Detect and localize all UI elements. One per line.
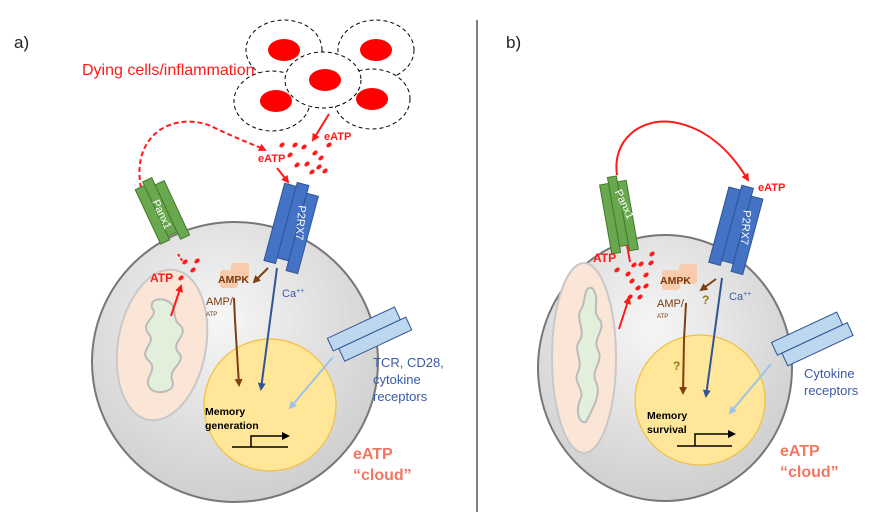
eatp-dots: [279, 142, 332, 175]
mito-atp-arrow: [618, 296, 631, 330]
p2rx7-ampk-arrow: [252, 267, 269, 284]
receptors-label-3: receptors: [373, 389, 428, 404]
gene-promoter-icon: [232, 432, 290, 448]
atp-dots: [614, 251, 655, 300]
question-mark-2: ?: [673, 359, 680, 373]
cloud-label-1: eATP: [353, 446, 393, 463]
calcium-nucleus-arrow: [257, 267, 278, 391]
nucleus-label-2: generation: [205, 420, 259, 432]
dying-cell-nucleus: [268, 39, 300, 61]
ampk-label: AMPK: [660, 275, 691, 287]
gene-promoter-icon: [677, 430, 736, 447]
tcr-receptor: [326, 306, 413, 362]
atp-label: ATP: [150, 271, 173, 285]
eatp-top-label: eATP: [324, 131, 351, 143]
receptor-nucleus-arrow: [728, 363, 772, 415]
question-mark-1: ?: [702, 293, 709, 307]
nucleus-label-1: Memory: [205, 406, 245, 418]
ampk-nucleus-arrow: [679, 302, 688, 395]
eatp-release-arrow: [311, 113, 330, 142]
dying-cells-cluster: [233, 19, 415, 132]
panx1-eatp-dashed-arrow: [138, 120, 267, 189]
eatp-to-p2rx7-arrow: [276, 167, 290, 184]
dying-cell-nucleus: [260, 90, 292, 112]
receptors-label-2: cytokine: [373, 372, 421, 387]
cloud-label-1: eATP: [780, 443, 820, 460]
p2rx7-label: P2RX7: [738, 210, 753, 246]
atp-label: ATP: [593, 251, 616, 265]
cloud-label-2: “cloud”: [780, 464, 839, 481]
dying-cells-label: Dying cells/inflammation: [82, 62, 255, 79]
receptor-nucleus-arrow: [288, 356, 334, 410]
calcium-label: Ca++: [729, 291, 751, 303]
receptors-label-1: Cytokine: [804, 366, 855, 381]
cytokine-receptor: [770, 311, 854, 367]
p2rx7-ampk-arrow: [699, 278, 717, 292]
nucleus: [203, 338, 337, 472]
amp-label: AMP/: [657, 298, 685, 310]
calcium-sup: ++: [743, 291, 751, 298]
mitochondrion: [551, 262, 617, 454]
nucleus-label-1: Memory: [647, 410, 687, 422]
dying-cell-nucleus: [360, 39, 392, 61]
dying-cell-nucleus: [309, 69, 341, 91]
panel-b-label: b): [506, 33, 521, 52]
panx1-channel: Panx1: [134, 176, 191, 245]
amp-atp-sublabel: ATP: [206, 312, 217, 318]
cloud-label-2: “cloud”: [353, 467, 412, 484]
p2rx7-channel: P2RX7: [263, 181, 319, 275]
amp-label: AMP/: [206, 296, 234, 308]
dying-cell-nucleus: [356, 88, 388, 110]
calcium-label: Ca++: [282, 288, 304, 300]
receptors-label-1: TCR, CD28,: [373, 355, 444, 370]
calcium-text: Ca: [729, 291, 744, 303]
calcium-sup: ++: [296, 288, 304, 295]
panel-b: b) eATP Panx1 P2RX7 ATP: [506, 33, 859, 502]
eatp-label: eATP: [758, 182, 785, 194]
nucleus-label-2: survival: [647, 424, 687, 436]
calcium-text: Ca: [282, 288, 297, 300]
p2rx7-label: P2RX7: [293, 205, 308, 241]
mitochondrion: [115, 268, 209, 422]
amp-atp-sublabel: ATP: [657, 314, 668, 320]
calcium-nucleus-arrow: [702, 277, 723, 398]
mito-atp-arrow: [170, 284, 183, 317]
atp-dots: [178, 258, 200, 281]
ampk-box: [662, 270, 680, 290]
ampk-box: [679, 264, 697, 284]
ampk-nucleus-arrow: [233, 297, 243, 387]
panel-a: a) Dying cells/inflammation eATP eATP: [14, 19, 444, 503]
ampk-box: [220, 270, 238, 288]
eatp-left-label: eATP: [258, 153, 285, 165]
ampk-label: AMPK: [218, 274, 249, 286]
mitochondrion-cristae: [144, 298, 184, 394]
mitochondrion-cristae: [575, 286, 603, 424]
p2rx7-channel: P2RX7: [708, 184, 764, 276]
panx1-eatp-arrow: [615, 120, 750, 182]
panel-a-label: a): [14, 33, 29, 52]
panx1-channel: Panx1: [599, 175, 639, 255]
panx1-atp-line: [177, 253, 184, 263]
receptors-label-2: receptors: [804, 383, 859, 398]
panx1-atp-line: [626, 244, 631, 263]
